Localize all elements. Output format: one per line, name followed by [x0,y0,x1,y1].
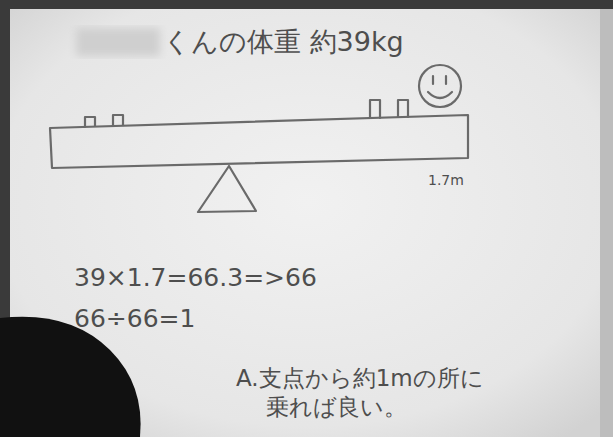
handle [370,100,380,118]
seesaw-plank [50,115,468,168]
title: くんの体重 約39kg [163,26,404,58]
smiley-face [419,65,461,107]
fulcrum-triangle [198,166,256,212]
dimension: 1.7m [428,172,464,189]
handle [113,115,123,126]
equation: 66÷66=1 [74,304,195,334]
smiley-eyes [433,76,446,84]
handle [85,117,95,127]
board-edge [600,9,613,437]
shadow [0,317,141,437]
smiley-mouth [428,92,452,98]
answer: A.支点から約1mの所に 乗れば良い。 [236,364,606,422]
blurred-name [76,28,160,56]
equation: 39×1.7=66.3=>66 [74,263,317,293]
handle [398,100,408,117]
